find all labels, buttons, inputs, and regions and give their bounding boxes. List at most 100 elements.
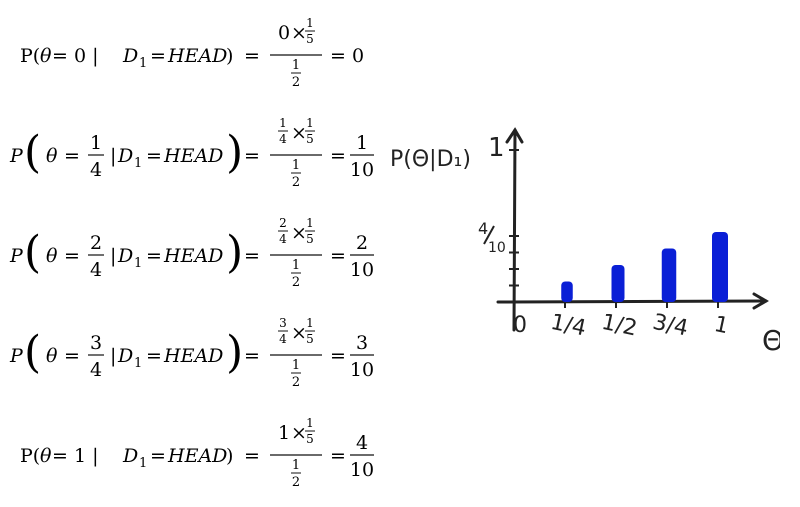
x-axis-label: Θ — [762, 324, 780, 357]
big-paren-open: ( — [24, 127, 41, 178]
fraction-numerator: 1 — [306, 116, 314, 130]
fraction-denominator: 2 — [292, 475, 300, 490]
data-subscript: 1 — [139, 56, 147, 71]
prob-symbol: P — [9, 345, 24, 367]
data-subscript: 1 — [134, 156, 142, 171]
prob-open: P( — [20, 45, 40, 67]
fraction-denominator: 4 — [279, 132, 287, 146]
fraction-denominator: 5 — [306, 32, 314, 46]
equals-sign: = — [150, 445, 166, 467]
equals-sign: = — [330, 245, 346, 267]
event-value: HEAD — [163, 345, 223, 367]
fraction-numerator: 1 — [90, 132, 102, 154]
times-sign: × — [291, 22, 307, 44]
fraction-numerator: 3 — [356, 332, 368, 354]
posterior-bar — [611, 265, 625, 302]
fraction-denominator: 4 — [90, 259, 102, 281]
x-axis-arrow — [752, 292, 769, 310]
equals-sign: = — [244, 145, 260, 167]
fraction-numerator: 2 — [356, 232, 368, 254]
times-sign: × — [291, 122, 307, 144]
y-axis-label: P(Θ|D₁) — [390, 147, 471, 172]
theta-symbol: θ — [40, 45, 52, 67]
fraction-denominator: 5 — [306, 332, 314, 346]
equals-sign: = — [244, 45, 260, 67]
fraction-denominator: 5 — [306, 432, 314, 446]
big-paren-open: ( — [24, 327, 41, 378]
times-sign: × — [291, 422, 307, 444]
fraction-numerator: 1 — [279, 116, 287, 130]
equals-sign: = — [146, 345, 162, 367]
fraction-denominator: 2 — [292, 175, 300, 190]
prob-open: P( — [20, 445, 40, 467]
data-symbol: D — [117, 145, 133, 167]
theta-value: = 0 | — [52, 45, 99, 67]
theta-symbol: θ — [46, 145, 58, 167]
event-value: HEAD — [163, 145, 223, 167]
equals-sign: = — [330, 345, 346, 367]
big-paren-open: ( — [24, 227, 41, 278]
fraction-numerator: 2 — [279, 216, 287, 230]
equals-sign: = — [330, 445, 346, 467]
theta-symbol: θ — [46, 345, 58, 367]
theta-value: = 1 | — [52, 445, 99, 467]
data-subscript: 1 — [139, 456, 147, 471]
fraction-numerator: 1 — [292, 58, 300, 73]
fraction-numerator: 4 — [356, 432, 368, 454]
theta-symbol: θ — [40, 445, 52, 467]
fraction-denominator: 4 — [90, 359, 102, 381]
fraction-numerator: 1 — [306, 16, 314, 30]
data-symbol: D — [117, 345, 133, 367]
big-paren-close: ) — [226, 327, 243, 378]
fraction-denominator: 4 — [90, 159, 102, 181]
result-value: 0 — [352, 45, 364, 67]
prob-symbol: P — [9, 245, 24, 267]
x-tick-label: 1/4 — [548, 310, 588, 342]
fraction-numerator: 1 — [292, 358, 300, 373]
data-subscript: 1 — [134, 356, 142, 371]
y-axis-arrow — [505, 127, 524, 144]
x-tick-label: 3/4 — [650, 310, 690, 342]
times-sign: × — [291, 222, 307, 244]
y-tick-label-top: 1 — [488, 133, 505, 163]
numerator-likelihood: 1 — [278, 422, 290, 444]
fraction-numerator: 1 — [292, 458, 300, 473]
fraction-denominator: 2 — [292, 375, 300, 390]
prob-close: ) — [226, 45, 233, 67]
numerator-likelihood: 0 — [278, 22, 290, 44]
given-bar: | — [110, 245, 116, 267]
fraction-denominator: 5 — [306, 232, 314, 246]
fraction-numerator: 1 — [306, 316, 314, 330]
given-bar: | — [110, 145, 116, 167]
y-tick-label-mid-slash — [483, 225, 495, 245]
equals-sign: = — [64, 345, 80, 367]
fraction-denominator: 4 — [279, 232, 287, 246]
fraction-denominator: 5 — [306, 132, 314, 146]
fraction-numerator: 3 — [279, 316, 287, 330]
x-tick-label: 1/2 — [599, 310, 639, 342]
posterior-bar — [661, 248, 677, 302]
fraction-numerator: 1 — [292, 258, 300, 273]
x-tick-label: 0 — [513, 313, 527, 338]
big-paren-close: ) — [226, 127, 243, 178]
fraction-denominator: 4 — [279, 332, 287, 346]
fraction-denominator: 10 — [350, 159, 374, 181]
big-paren-close: ) — [226, 227, 243, 278]
fraction-numerator: 1 — [356, 132, 368, 154]
fraction-denominator: 10 — [350, 259, 374, 281]
prob-symbol: P — [9, 145, 24, 167]
fraction-numerator: 1 — [306, 416, 314, 430]
equals-sign: = — [146, 145, 162, 167]
fraction-numerator: 2 — [90, 232, 102, 254]
data-symbol: D — [122, 45, 138, 67]
data-symbol: D — [117, 245, 133, 267]
equals-sign: = — [150, 45, 166, 67]
posterior-bar — [712, 232, 728, 302]
